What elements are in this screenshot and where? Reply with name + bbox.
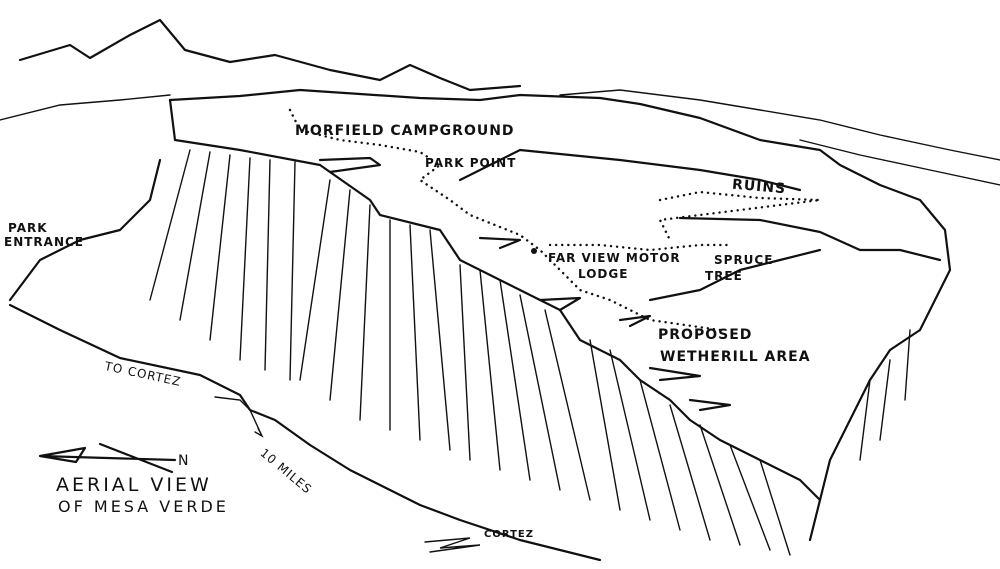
cliff-hatching [149,149,911,556]
canyon [458,148,802,192]
canyon [648,366,702,382]
label-cortez: CORTEZ [484,529,534,540]
label-wetherill-line2: WETHERILL AREA [660,349,811,365]
label-park-entrance-line1: PARK [8,221,48,235]
canyon [678,216,942,262]
canyon [318,156,382,174]
far-view-marker [531,248,537,254]
trail [288,108,722,332]
compass-north-label: N [178,453,190,469]
cortez-scribble [424,537,481,553]
canyon [618,314,652,328]
canyon [478,236,522,250]
mountain-ridge [18,18,522,92]
canyon [648,248,822,302]
distance-arrow [214,396,264,438]
label-morfield-campground: MORFIELD CAMPGROUND [295,123,515,139]
map-title-line1: AERIAL VIEW [56,474,212,496]
far-hills-2 [799,139,1000,186]
label-spruce-tree-line2: TREE [705,269,743,283]
trail [548,243,732,252]
mesa-base [8,158,162,302]
label-far-view-line1: FAR VIEW MOTOR [548,251,681,265]
label-park-point: PARK POINT [425,156,517,170]
canyon [688,398,732,412]
far-hills [0,89,1000,161]
road-to-cortez [8,303,602,562]
trail [658,190,821,242]
north-arrow-icon [38,442,177,474]
label-spruce-tree-line1: SPRUCE [714,253,774,267]
label-far-view-line2: LODGE [578,267,629,281]
label-wetherill-line1: PROPOSED [658,327,753,343]
map-title-line2: OF MESA VERDE [58,497,229,516]
label-park-entrance-line2: ENTRANCE [4,235,84,249]
canyon [538,296,582,312]
